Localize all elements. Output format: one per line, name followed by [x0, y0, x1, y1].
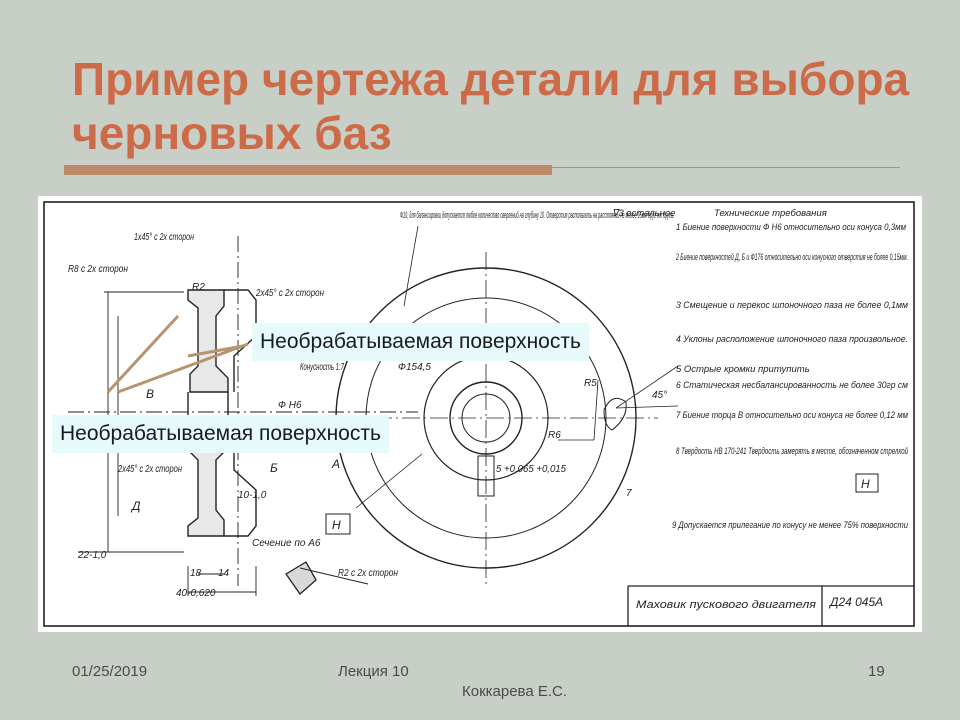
roughness-rest: ∇3 остальное — [612, 208, 675, 219]
dim-chamfer-top: 1х45° с 2х сторон — [134, 232, 194, 243]
footer-page-number: 19 — [868, 663, 885, 680]
section-label: Сечение по А6 — [252, 538, 321, 549]
callout-unmachined-surface-1: Необрабатываемая поверхность — [252, 323, 589, 361]
label-b: Б — [270, 461, 278, 475]
title-thin-rule — [552, 167, 900, 168]
requirements-title: Технические требования — [714, 208, 827, 219]
dim-chamfer-right: 2х45° с 2х сторон — [255, 288, 324, 299]
requirement-2: 2 Биение поверхностей Д, Б и Ф176 относи… — [675, 252, 908, 263]
title-block: Маховик пускового двигателя Д24 045А — [627, 585, 914, 626]
dim-10: 10-1,0 — [238, 490, 267, 501]
label-a: А — [331, 457, 340, 471]
dim-r2-sides: R2 с 2х сторон — [338, 568, 398, 579]
requirement-8: 8 Твердость НВ 170-241 Твердость замерят… — [676, 446, 908, 457]
dim-chamfer-left: 2х45° с 2х сторон — [117, 464, 182, 475]
dim-conicity: Конусность 1:7 — [300, 362, 344, 373]
drawing-frame — [43, 201, 915, 627]
dim-dia-h: Ф Н6 — [278, 400, 302, 411]
dim-dia-1545: Ф154,5 — [398, 362, 431, 373]
requirement-9: 9 Допускается прилегание по конусу не ме… — [672, 520, 909, 531]
requirement-6: 6 Статическая несбалансированность не бо… — [676, 380, 908, 391]
dim-14: 14 — [218, 568, 230, 579]
footer-date: 01/25/2019 — [72, 663, 148, 680]
dim-radius-r8: R8 с 2х сторон — [68, 264, 128, 275]
mark-h-right: Н — [861, 477, 870, 491]
footer-lecture: Лекция 10 — [338, 663, 409, 680]
part-name: Маховик пускового двигателя — [636, 599, 816, 611]
front-view — [318, 225, 679, 588]
dim-7: 7 — [626, 488, 632, 499]
engineering-drawing: ∇3 остальное Технические требования 1 Би… — [38, 196, 922, 632]
requirement-5: 5 Острые кромки притупить — [676, 364, 810, 375]
slide-title: Пример чертежа детали для выбора черновы… — [72, 53, 910, 159]
requirement-4: 4 Уклоны расположение шпоночного паза пр… — [676, 334, 908, 345]
requirement-1: 1 Биение поверхности Ф Н6 относительно о… — [676, 222, 906, 233]
tech-requirements: ∇3 остальное Технические требования 1 Би… — [400, 208, 909, 531]
drawing-svg: ∇3 остальное Технические требования 1 Би… — [43, 201, 915, 627]
mark-h-boxes: Н Н — [325, 473, 879, 535]
title-accent-rule — [64, 165, 552, 175]
section-a6-profile — [285, 561, 369, 595]
dim-r2: R2 — [192, 282, 205, 293]
dim-18: 18 — [190, 568, 202, 579]
requirement-3: 3 Смещение и перекос шпоночного паза не … — [676, 300, 908, 311]
dimension-labels: 1х45° с 2х сторон R8 с 2х сторон R2 2х45… — [68, 232, 667, 599]
dim-tolerance: 5 +0,065 +0,015 — [496, 464, 566, 475]
mark-h-left: Н — [332, 518, 341, 532]
dim-r5: R5 — [584, 378, 597, 389]
footer-author: Коккарева Е.С. — [462, 683, 568, 700]
section-view — [68, 236, 418, 596]
dim-22: 22-1,0 — [77, 550, 107, 561]
part-code: Д24 045А — [828, 595, 883, 609]
requirement-7: 7 Биение торца В относительно оси конуса… — [676, 410, 908, 421]
callout-unmachined-surface-2: Необрабатываемая поверхность — [52, 415, 389, 453]
drawing-note-top: Ф10, для балансировки допускается любое … — [400, 210, 674, 220]
dim-r6: R6 — [548, 430, 561, 441]
dim-angle-45: 45° — [652, 390, 667, 401]
label-d: Д — [130, 499, 141, 513]
label-v: В — [146, 387, 154, 401]
dim-40: 40-0,620 — [176, 588, 216, 599]
